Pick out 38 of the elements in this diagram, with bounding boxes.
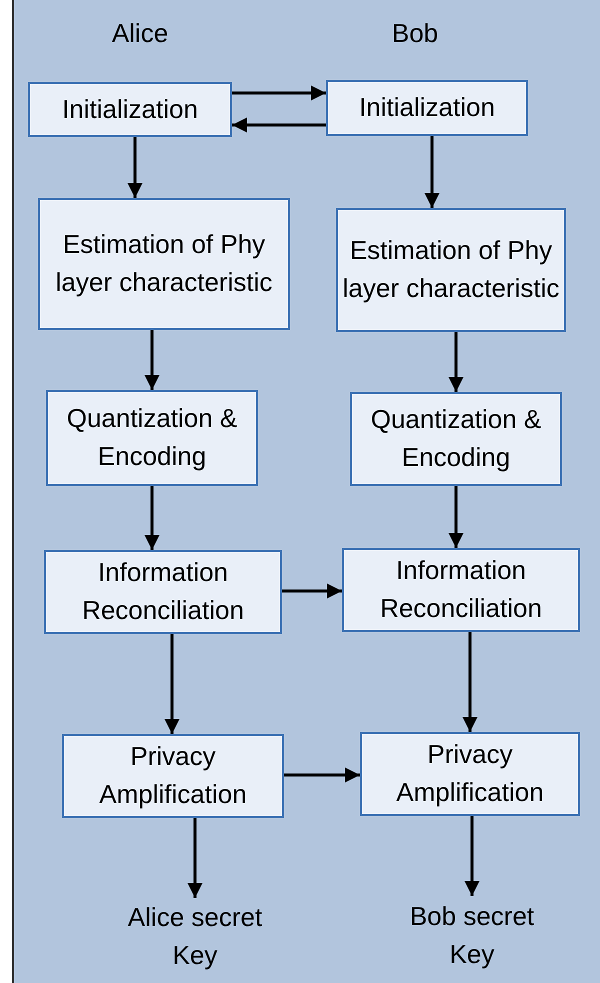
process-box — [44, 550, 282, 634]
arrow — [144, 330, 160, 390]
process-box — [342, 548, 580, 632]
arrow — [424, 136, 440, 208]
arrow — [464, 816, 480, 896]
output-text: Bob secret Key — [392, 896, 552, 976]
box-label: Information Reconciliation — [379, 554, 543, 625]
arrow — [232, 86, 326, 100]
process-box — [46, 390, 258, 486]
process-box — [38, 198, 290, 330]
process-box — [62, 734, 284, 818]
process-box — [336, 208, 566, 332]
arrow — [144, 486, 160, 550]
box-label: Privacy Amplification — [395, 738, 545, 809]
process-box — [28, 82, 232, 137]
arrow — [448, 332, 464, 392]
arrow — [284, 768, 360, 782]
box-label: Information Reconciliation — [81, 556, 245, 627]
arrow — [232, 118, 326, 132]
box-label: Privacy Amplification — [98, 740, 248, 811]
column-heading: Bob — [390, 18, 440, 49]
box-label: Estimation of Phy layer characteristic — [54, 228, 274, 299]
arrow — [448, 486, 464, 548]
column-heading: Alice — [110, 18, 170, 49]
output-text: Alice secret Key — [120, 898, 270, 976]
arrow — [128, 137, 142, 198]
arrow — [164, 634, 180, 734]
box-label: Initialization — [359, 91, 495, 124]
arrow — [188, 818, 202, 898]
box-label: Quantization & Encoding — [66, 402, 238, 473]
box-label: Quantization & Encoding — [370, 403, 542, 474]
arrow — [282, 584, 342, 598]
process-box — [360, 732, 580, 816]
box-label: Initialization — [62, 92, 198, 126]
process-box — [326, 80, 528, 136]
box-label: Estimation of Phy layer characteristic — [342, 234, 560, 305]
arrow — [462, 632, 478, 732]
process-box — [350, 392, 562, 486]
